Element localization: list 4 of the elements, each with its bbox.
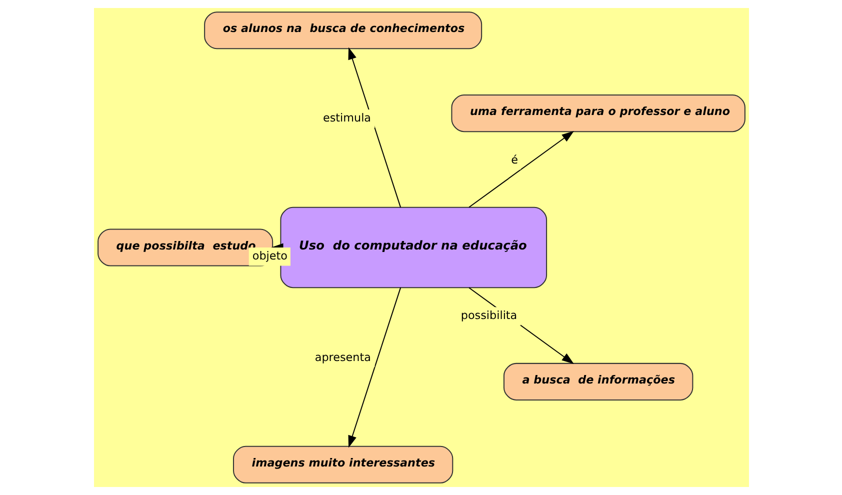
edge-label: estimula bbox=[322, 112, 371, 125]
edge-label: possibilita bbox=[460, 309, 517, 322]
edge-label: é bbox=[510, 153, 518, 166]
edge-label: apresenta bbox=[314, 350, 370, 364]
